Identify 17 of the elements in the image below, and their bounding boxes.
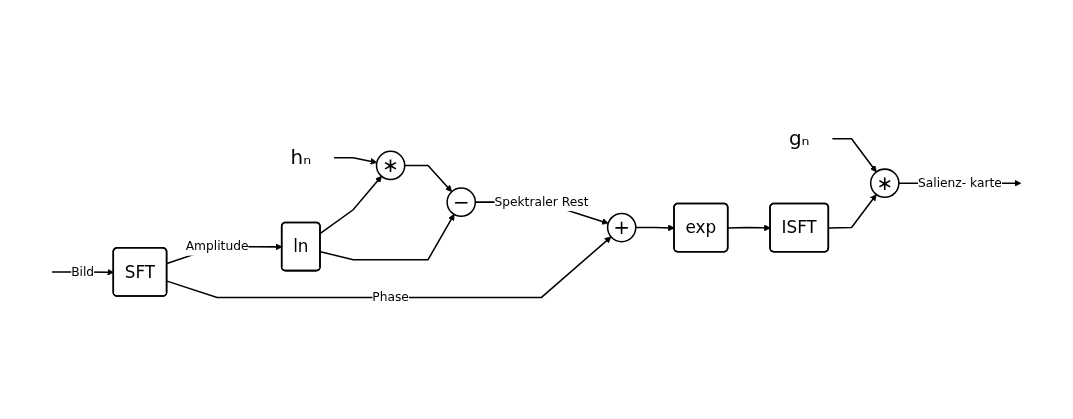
edge-label: Salienz- karte [917, 175, 1002, 191]
arrow [635, 224, 675, 232]
node-text: hₙ [290, 145, 312, 169]
edge-label: Phase [372, 289, 409, 305]
arrow [319, 214, 455, 261]
arrow [319, 175, 382, 235]
edge-label: Spektraler Rest [494, 194, 589, 210]
node-circle: ∗ [869, 168, 900, 199]
node-circle: + [606, 212, 637, 243]
node-circle: − [446, 187, 477, 217]
arrow [831, 138, 877, 173]
edge-label: Amplitude [185, 238, 249, 254]
node-circle: ∗ [375, 150, 406, 181]
arrow [727, 224, 771, 232]
arrow [333, 157, 378, 165]
edge-label: Bild [71, 264, 95, 279]
node-text: gₙ [788, 126, 810, 150]
